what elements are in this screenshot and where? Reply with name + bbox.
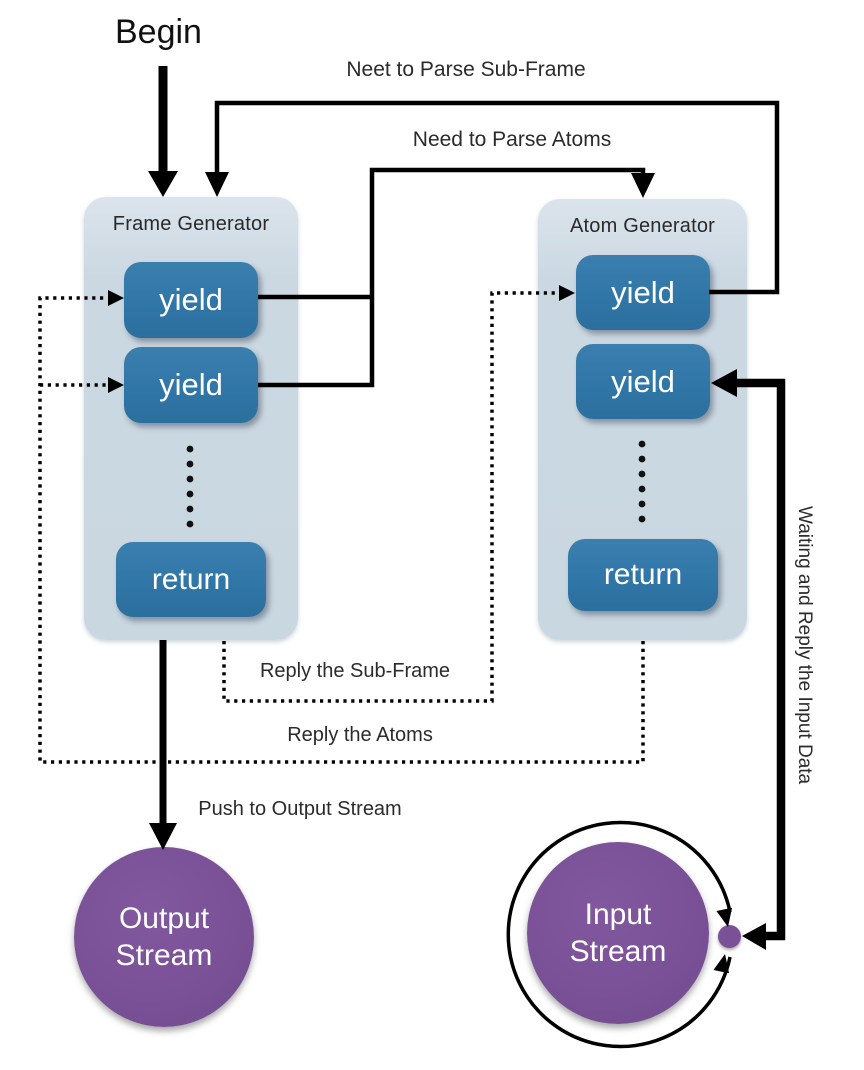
atom-yield-1-label: yield	[611, 274, 675, 310]
frame-yield-2-block: yield	[124, 347, 258, 423]
begin-label: Begin	[115, 13, 202, 51]
reply-atoms-label: Reply the Atoms	[287, 724, 433, 746]
output-stream-label: Output Stream	[115, 901, 213, 973]
atom-yield-2-label: yield	[611, 363, 675, 399]
frame-return-label: return	[151, 562, 231, 596]
push-output-arrow	[149, 640, 177, 850]
begin-arrow	[148, 66, 178, 197]
atom-yield-1-block: yield	[576, 255, 710, 330]
frame-yield-1-label: yield	[159, 282, 223, 317]
atom-return-block: return	[568, 539, 718, 611]
reply-subframe-label: Reply the Sub-Frame	[259, 660, 451, 682]
input-stream-circle: Input Stream	[527, 842, 709, 1024]
frame-yield-2-label: yield	[159, 367, 223, 402]
frame-return-block: return	[116, 542, 266, 617]
atom-return-label: return	[603, 558, 683, 591]
atom-generator-title: Atom Generator	[569, 215, 716, 237]
atom-yield-2-block: yield	[576, 344, 710, 419]
need-parse-atoms-label: Need to Parse Atoms	[412, 128, 612, 151]
input-stream-label: Input Stream	[569, 897, 667, 969]
frame-generator-title: Frame Generator	[112, 213, 270, 235]
input-feed-dot	[718, 925, 741, 948]
need-parse-subframe-label: Neet to Parse Sub-Frame	[346, 58, 586, 81]
waiting-input-label: Waiting and Reply the Input Data	[794, 505, 815, 785]
frame-yield-1-block: yield	[124, 262, 258, 338]
push-output-label: Push to Output Stream	[198, 798, 402, 820]
output-stream-circle: Output Stream	[74, 847, 254, 1027]
